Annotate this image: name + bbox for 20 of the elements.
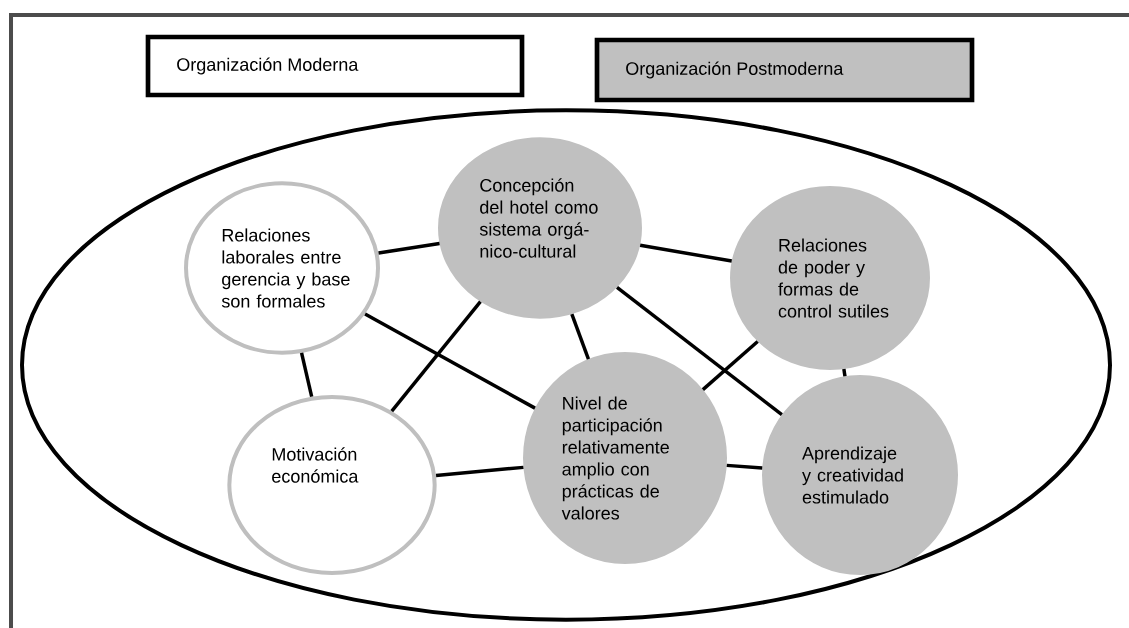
connector-line (299, 352, 314, 398)
circle-node: Relaciones de poder y formas de control sutiles (730, 186, 930, 370)
circle-node: Relaciones laborales entre gerencia y base son formales (184, 181, 380, 355)
connector-line (615, 286, 783, 417)
connector-line (842, 368, 847, 377)
legend-label: Organización Moderna (177, 57, 359, 75)
connector-line (378, 241, 440, 255)
connector-line (390, 300, 482, 413)
circle-node: Concepción del hotel como sistema orgá- nico-cultural (438, 137, 642, 319)
circle-node: Motivación económica (227, 395, 437, 575)
connector-line (364, 312, 536, 410)
connector-line (726, 463, 763, 470)
connector-line (570, 313, 591, 360)
connector-line (435, 465, 524, 478)
group-ellipse (20, 108, 1112, 622)
connector-line (639, 243, 732, 263)
circle-node: Aprendizaje y creatividad estimulado (762, 375, 958, 575)
connector-line (701, 340, 759, 391)
circle-node: Nivel de participación relativamente amplio con prácticas de valores (523, 352, 727, 564)
legend-label: Organización Postmoderna (626, 61, 844, 79)
